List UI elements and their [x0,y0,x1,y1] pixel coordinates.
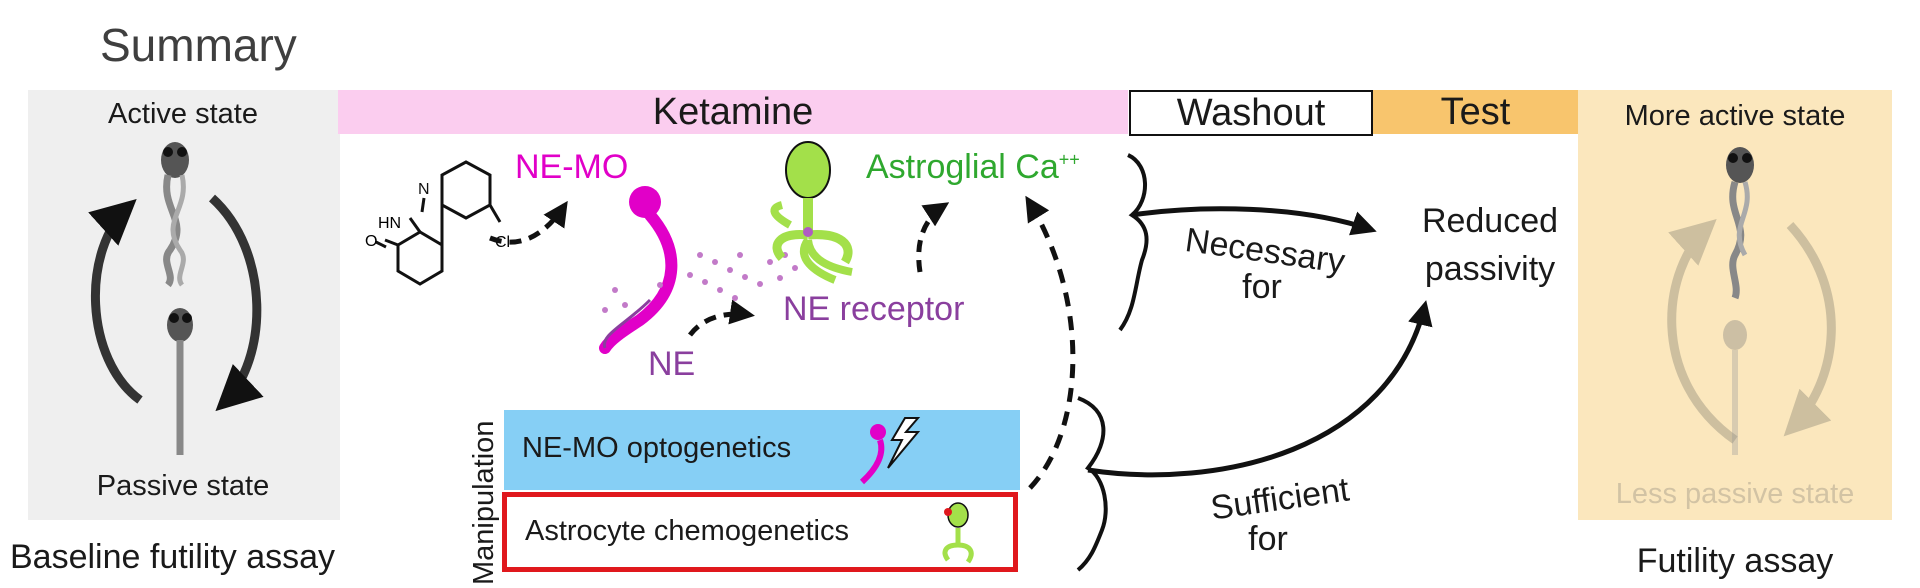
receptor-to-calcium-arrow [916,202,950,273]
lightning-icon [859,417,921,485]
necessary-arrow [1131,206,1377,236]
reduced-label: Reduced [1421,202,1559,240]
washout-phase-bar: Washout [1129,90,1373,136]
less-passive-state-label: Less passive state [1615,478,1855,510]
ketamine-molecule-icon [375,160,502,286]
larva-more-active-icon [1726,147,1754,300]
optogenetics-label: NE-MO optogenetics [522,432,792,464]
passivity-label: passivity [1424,250,1556,288]
astroglial-calcium-label: Astroglial Ca++ [866,148,1080,187]
futility-assay-caption: Futility assay [1636,542,1834,580]
molecule-n-label: N [418,181,430,198]
chemo-astrocyte-icon [942,502,974,564]
sufficient-arrow [1087,300,1433,478]
baseline-assay-caption: Baseline futility assay [10,538,336,576]
necessary-for-label: for [1242,268,1282,306]
ketamine-phase-bar: Ketamine [338,90,1128,134]
manipulation-axis-label: Manipulation [468,420,500,585]
astroglial-calcium-text: Astroglial Ca [866,148,1059,186]
larva-less-passive-icon [1723,320,1747,455]
molecule-o-label: O [365,233,377,250]
chemogenetics-to-calcium-arrow [1025,195,1076,490]
calcium-superscript: ++ [1058,149,1080,170]
necessary-brace [1118,153,1149,332]
sufficient-for-label: for [1248,520,1288,558]
active-state-label: Active state [108,98,258,130]
chemogenetics-label: Astrocyte chemogenetics [525,515,849,547]
faded-cycle-arrow-left [1667,218,1738,444]
sufficient-brace [1076,396,1108,572]
ketamine-to-nemo-arrow [489,200,568,245]
ne-label: NE [648,345,696,383]
optogenetics-box: NE-MO optogenetics [504,410,1020,490]
cycle-arrow-left [88,198,143,404]
test-phase-bar: Test [1373,90,1578,134]
astrocyte-icon [770,141,853,284]
larva-active-icon [161,142,189,288]
more-active-state-label: More active state [1624,100,1846,132]
faded-cycle-arrow-right [1783,221,1836,437]
ne-to-receptor-arrow [688,299,755,337]
ne-release-dots [602,252,798,313]
ne-receptor-label: NE receptor [783,290,965,328]
chemogenetics-box: Astrocyte chemogenetics [502,492,1018,572]
ne-mo-label: NE-MO [515,148,629,186]
passive-state-label: Passive state [96,470,270,502]
molecule-hn-label: HN [378,215,401,232]
ne-neuron-icon [599,186,678,354]
page-title: Summary [100,19,297,71]
larva-passive-icon [167,308,193,455]
cycle-arrow-right [208,194,264,412]
